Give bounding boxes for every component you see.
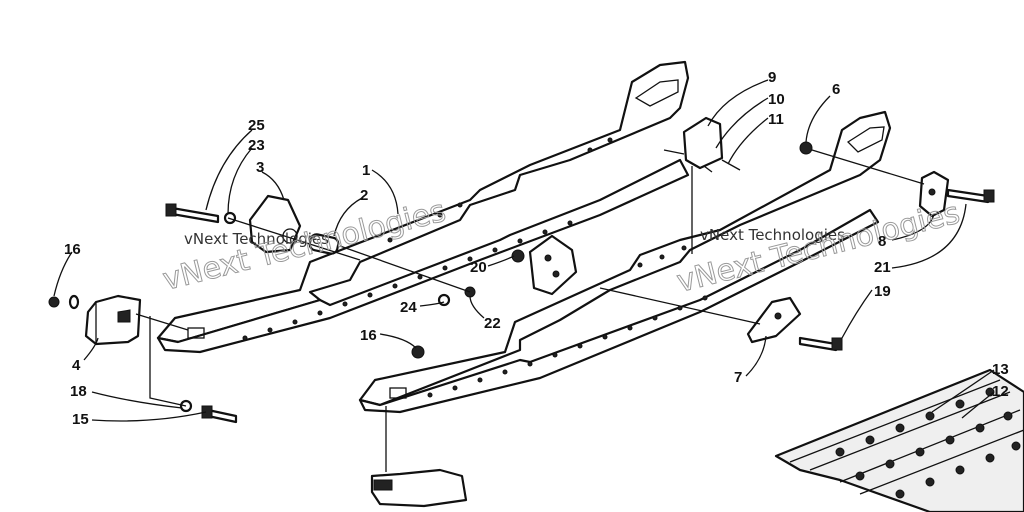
stop-bracket-8 [918,170,950,218]
callout-8: 8 [878,233,886,250]
bolt-25 [165,203,220,224]
callout-23: 23 [248,137,265,154]
watermark-large-text: vNext Technologies [673,196,963,300]
callout-2: 2 [360,187,368,204]
callout-19: 19 [874,283,891,300]
callout-25: 25 [248,117,265,134]
spacer-2 [308,233,340,255]
callout-13: 13 [992,361,1009,378]
leader-lines [53,79,995,422]
triangle-block-20 [528,234,578,296]
callout-4: 4 [72,357,81,374]
watermark-small-text: vNext Technologies [700,226,845,244]
callout-9: 9 [768,69,776,86]
callout-10: 10 [768,91,785,108]
callout-1: 1 [362,162,370,179]
track-section [774,368,1024,512]
callout-16-left: 16 [64,241,81,258]
callout-3: 3 [256,159,264,176]
assembly-lines [135,149,925,472]
callout-20: 20 [470,259,487,276]
watermark-small-text: vNext Technologies [184,230,329,248]
callout-21: 21 [874,259,891,276]
wear-strip-5 [370,468,468,508]
callout-6: 6 [832,81,840,98]
callout-15: 15 [72,411,89,428]
bolt-21 [946,188,995,204]
watermark-right: vNext Technologies vNext Technologies [673,195,964,300]
triangle-block-7 [746,296,802,344]
right-slide-rail [358,110,892,414]
callout-24: 24 [400,299,417,316]
callout-7: 7 [734,369,742,386]
sensor-9 [663,116,741,173]
callout-labels: 25 23 3 1 2 16 4 18 15 24 22 20 16 9 10 … [64,69,1009,428]
callout-18: 18 [70,383,87,400]
callout-12: 12 [992,383,1009,400]
front-ski-block-3 [248,194,302,254]
callout-22: 22 [484,315,501,332]
bolt-15 [201,405,238,424]
bolt-19 [798,336,843,352]
callout-11: 11 [768,111,784,128]
left-slide-rail [156,60,690,354]
rear-stop-block-4 [84,294,142,346]
callout-16-center: 16 [360,327,377,344]
